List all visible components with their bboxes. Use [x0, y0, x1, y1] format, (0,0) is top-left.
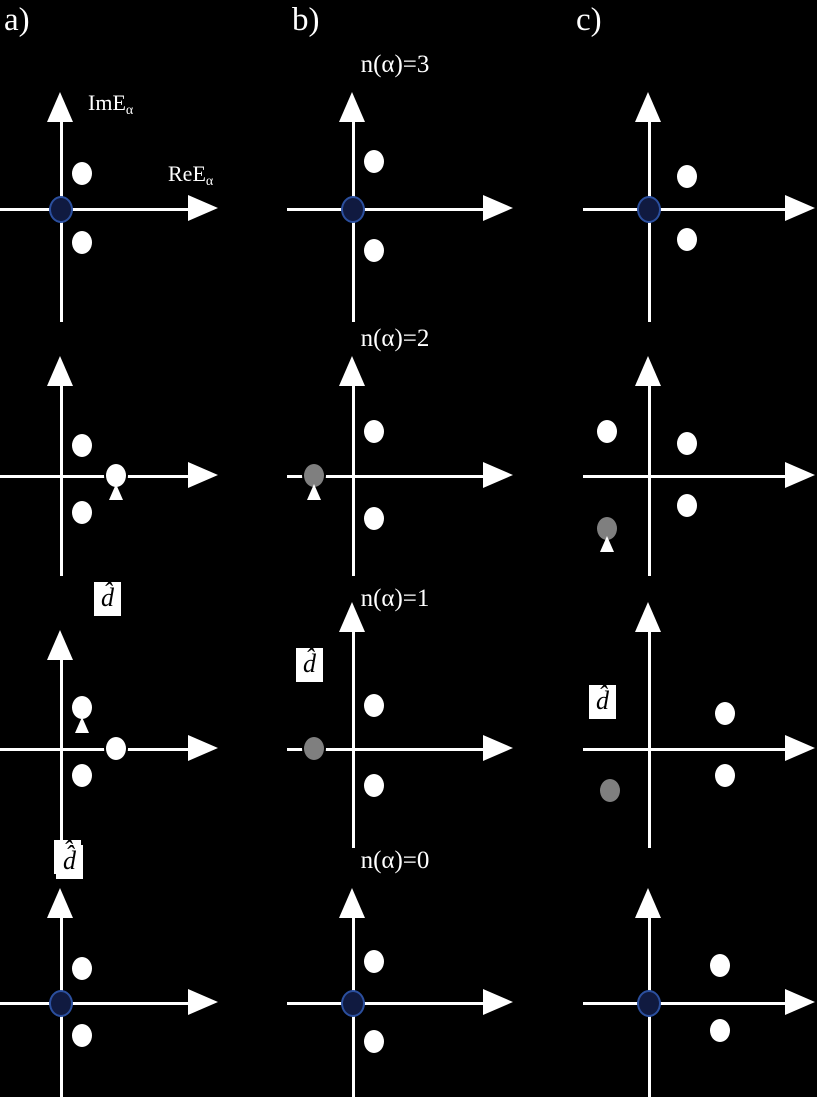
- d-operator-label: d̂: [589, 685, 616, 719]
- real-axis-line: [583, 1002, 787, 1005]
- origin-eigenvalue-dot: [637, 196, 661, 223]
- imaginary-axis-line: [648, 386, 651, 576]
- real-axis-line: [0, 208, 190, 211]
- eigenvalue-dot: [362, 148, 386, 175]
- eigenvalue-dot: [70, 160, 94, 187]
- imaginary-axis-arrowhead-icon: [47, 630, 73, 660]
- imaginary-axis-label-subscript: α: [125, 102, 134, 118]
- real-axis-line: [583, 475, 787, 478]
- imaginary-axis-line: [60, 386, 63, 576]
- eigenvalue-dot: [675, 226, 699, 253]
- imaginary-axis-arrowhead-icon: [47, 888, 73, 918]
- real-axis-arrowhead-icon: [188, 989, 218, 1015]
- eigenvalue-dot: [70, 229, 94, 256]
- n-alpha-label-2: n(α)=2: [360, 325, 430, 352]
- eigenvalue-dot: [104, 735, 128, 762]
- eigenvalue-dot: [362, 1028, 386, 1055]
- real-axis-line: [0, 475, 190, 478]
- eigenvalue-dot: [70, 432, 94, 459]
- d-operator-label: d̂: [56, 845, 83, 879]
- real-axis-line: [583, 208, 787, 211]
- origin-eigenvalue-dot: [49, 990, 73, 1017]
- panel-label-a: a): [4, 2, 30, 38]
- shifted-eigenvalue-dot: [302, 735, 326, 762]
- eigenvalue-dot: [70, 762, 94, 789]
- real-axis-arrowhead-icon: [483, 735, 513, 761]
- real-axis-arrowhead-icon: [785, 462, 815, 488]
- real-axis-arrowhead-icon: [785, 195, 815, 221]
- real-axis-line: [0, 1002, 190, 1005]
- eigenvalue-dot: [70, 499, 94, 526]
- origin-eigenvalue-dot: [341, 196, 365, 223]
- real-axis-line: [583, 748, 787, 751]
- n-alpha-label-3: n(α)=3: [360, 51, 430, 78]
- imaginary-axis-line: [60, 660, 63, 850]
- eigenvalue-dot: [362, 505, 386, 532]
- selection-pointer-icon: [600, 536, 614, 552]
- selection-pointer-icon: [109, 484, 123, 500]
- selection-pointer-icon: [75, 717, 89, 733]
- origin-eigenvalue-dot: [49, 196, 73, 223]
- real-axis-arrowhead-icon: [785, 735, 815, 761]
- real-axis-label-subscript: α: [205, 173, 214, 189]
- real-axis-line: [287, 1002, 485, 1005]
- shifted-eigenvalue-dot: [598, 777, 622, 804]
- eigenvalue-dot: [362, 418, 386, 445]
- imaginary-axis-arrowhead-icon: [635, 602, 661, 632]
- origin-eigenvalue-dot: [637, 990, 661, 1017]
- real-axis-line: [287, 748, 485, 751]
- imaginary-axis-arrowhead-icon: [339, 92, 365, 122]
- n-alpha-label-0: n(α)=0: [360, 847, 430, 874]
- real-axis-label-text: ReE: [168, 161, 206, 186]
- imaginary-axis-arrowhead-icon: [635, 92, 661, 122]
- imaginary-axis-label-text: ImE: [88, 90, 126, 115]
- real-axis-line: [287, 475, 485, 478]
- real-axis-arrowhead-icon: [483, 989, 513, 1015]
- eigenvalue-dot: [713, 700, 737, 727]
- eigenvalue-dot: [362, 948, 386, 975]
- eigenvalue-dot: [70, 1022, 94, 1049]
- imaginary-axis-line: [352, 386, 355, 576]
- d-operator-label: d̂: [94, 582, 121, 616]
- real-axis-arrowhead-icon: [188, 195, 218, 221]
- real-axis-arrowhead-icon: [188, 735, 218, 761]
- real-axis-arrowhead-icon: [483, 195, 513, 221]
- eigenvalue-dot: [675, 163, 699, 190]
- real-axis-arrowhead-icon: [188, 462, 218, 488]
- eigenvalue-dot: [362, 237, 386, 264]
- eigenvalue-dot: [708, 1017, 732, 1044]
- panel-label-b: b): [292, 2, 320, 38]
- eigenvalue-dot: [713, 762, 737, 789]
- imaginary-axis-arrowhead-icon: [339, 888, 365, 918]
- origin-eigenvalue-dot: [341, 990, 365, 1017]
- eigenvalue-dot: [70, 955, 94, 982]
- imaginary-axis-arrowhead-icon: [339, 602, 365, 632]
- imaginary-axis-arrowhead-icon: [339, 356, 365, 386]
- imaginary-axis-label: ImEα: [88, 92, 133, 118]
- real-axis-label: ReEα: [168, 163, 213, 189]
- real-axis-line: [287, 208, 485, 211]
- selection-pointer-icon: [307, 484, 321, 500]
- eigenvalue-dot: [362, 692, 386, 719]
- imaginary-axis-arrowhead-icon: [47, 92, 73, 122]
- imaginary-axis-line: [352, 632, 355, 848]
- n-alpha-label-1: n(α)=1: [360, 585, 430, 612]
- eigenvalue-dot: [675, 492, 699, 519]
- eigenvalue-dot: [362, 772, 386, 799]
- real-axis-arrowhead-icon: [483, 462, 513, 488]
- eigenvalue-dot: [595, 418, 619, 445]
- real-axis-arrowhead-icon: [785, 989, 815, 1015]
- eigenvalue-dot: [675, 430, 699, 457]
- d-operator-label: d̂: [296, 648, 323, 682]
- imaginary-axis-arrowhead-icon: [635, 888, 661, 918]
- imaginary-axis-arrowhead-icon: [47, 356, 73, 386]
- imaginary-axis-arrowhead-icon: [635, 356, 661, 386]
- real-axis-line: [0, 748, 190, 751]
- eigenvalue-dot: [708, 952, 732, 979]
- panel-label-c: c): [576, 2, 602, 38]
- imaginary-axis-line: [648, 632, 651, 848]
